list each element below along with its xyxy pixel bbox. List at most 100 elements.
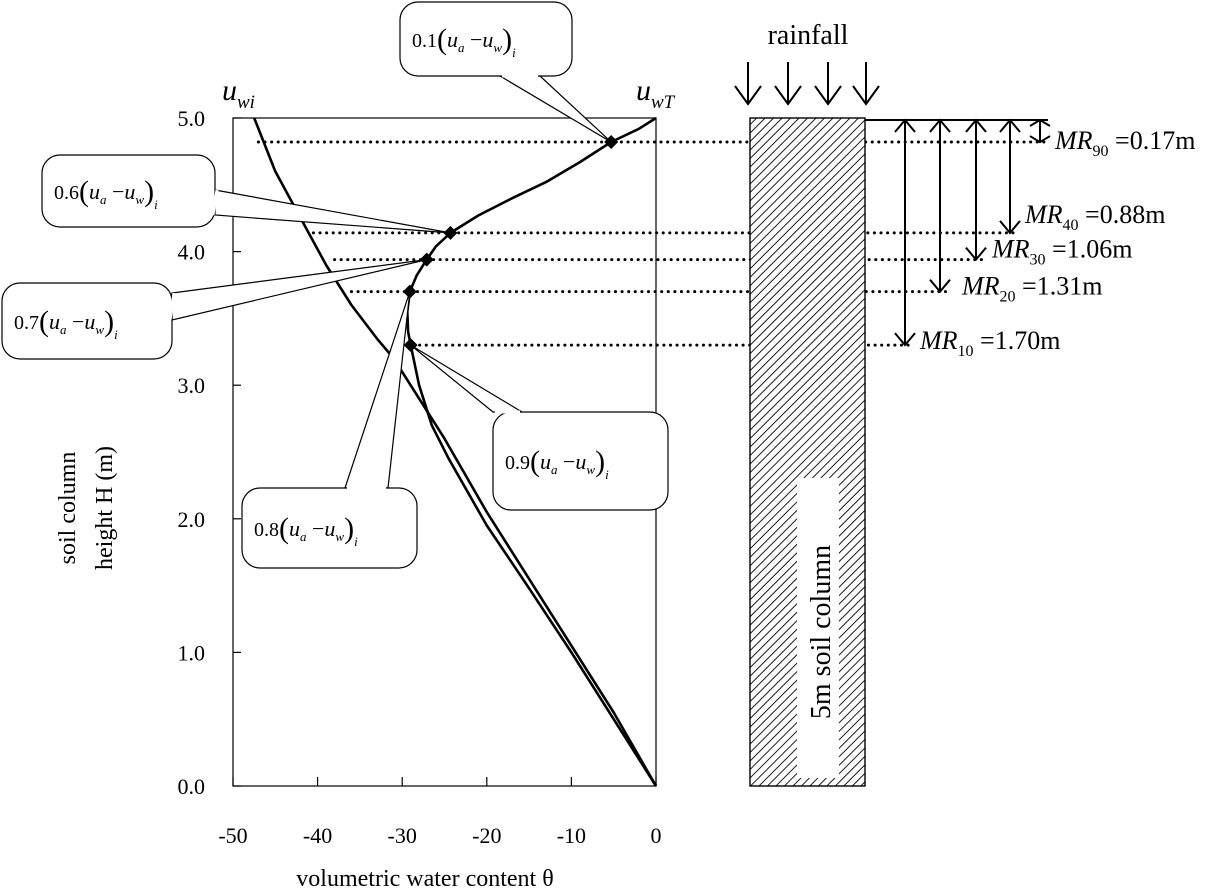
callout-text-part: ): [144, 175, 154, 208]
rain-arrow-head: [734, 85, 762, 106]
callout-text-part: u: [49, 309, 60, 334]
callout-text-part: w: [335, 529, 344, 544]
callout-text-part: 0.8: [254, 519, 279, 541]
column-label-bg: [797, 478, 839, 778]
y-tick-label: 1.0: [178, 640, 206, 665]
rain-arrow-head: [774, 85, 802, 106]
callout-box: [399, 1, 573, 77]
mr-label: MR10 =1.70m: [919, 326, 1060, 360]
y-tick-label: 2.0: [178, 507, 206, 532]
callout-pointer: [214, 189, 451, 234]
mr-arrow-head-up: [929, 118, 951, 133]
mr-arrow-head-up: [1029, 118, 1051, 127]
y-axis-ticks: 0.01.02.03.04.05.0: [178, 106, 241, 799]
callout-joint: [168, 292, 176, 321]
callout-box: [1, 282, 173, 360]
callout-text-part: u: [324, 516, 335, 541]
callout-text-part: u: [447, 27, 458, 52]
callout-text-part: i: [114, 327, 118, 342]
callout-text-part: u: [124, 179, 135, 204]
y-axis-title: soil column height H (m): [55, 446, 118, 570]
level-lines: [256, 140, 1050, 347]
callout-text-part: −: [307, 516, 325, 541]
callout-text: 0.8(ua −uw)i: [254, 512, 358, 549]
callout-text-part: ): [595, 445, 605, 478]
mr-label-value: =0.88m: [1079, 200, 1166, 229]
callout-text: 0.7(ua −uw)i: [14, 305, 118, 342]
callout-text-part: w: [586, 462, 595, 477]
callout-text-part: (: [279, 512, 289, 545]
x-tick-label: -50: [218, 823, 247, 848]
callout-text-part: ): [344, 512, 354, 545]
mr-label-sub: 90: [1093, 143, 1109, 160]
y-tick-label: 3.0: [178, 373, 206, 398]
rain-arrow-head: [814, 85, 842, 106]
callout-text-part: −: [67, 309, 85, 334]
mr-label-main: MR: [919, 326, 958, 355]
x-tick-label: 0: [651, 823, 662, 848]
callout-text-part: ): [104, 305, 114, 338]
series-line-uwi: [252, 117, 658, 787]
mr-arrow-head-down: [929, 279, 951, 294]
callout-pointer: [344, 291, 411, 489]
callout-text-part: −: [558, 449, 576, 474]
markers: [402, 135, 619, 353]
callout-text-part: u: [575, 449, 586, 474]
mr-arrow-head-down: [1029, 135, 1051, 144]
mr-label-sub: 20: [1000, 289, 1016, 306]
callout-joint: [211, 189, 219, 216]
x-tick-label: -30: [388, 823, 417, 848]
series-label-uwt-sub: wT: [651, 92, 676, 113]
callout-text-part: a: [458, 40, 465, 55]
callout-text-part: a: [300, 529, 307, 544]
callout-text-part: 0.6: [54, 182, 79, 204]
callout-box: [492, 411, 669, 511]
callout-text-part: w: [135, 192, 144, 207]
callout-text-part: u: [482, 27, 493, 52]
mr-arrow-head-up: [965, 118, 987, 133]
callout-text-part: a: [551, 462, 558, 477]
mr-label: MR40 =0.88m: [1024, 200, 1165, 234]
mr-label-sub: 40: [1063, 217, 1079, 234]
callout-text-part: (: [79, 175, 89, 208]
callout-text-part: u: [89, 179, 100, 204]
rainfall-arrows: [734, 62, 880, 106]
callout-text-part: a: [60, 322, 67, 337]
callout-text-part: ): [502, 23, 512, 56]
callout-text-part: (: [437, 23, 447, 56]
series-label-uwi-main: u: [222, 74, 237, 107]
x-tick-label: -20: [472, 823, 501, 848]
callout-text-part: u: [289, 516, 300, 541]
callout-text-part: a: [100, 192, 107, 207]
mr-label-main: MR: [961, 272, 1000, 301]
mr-arrow-head-down: [999, 220, 1021, 235]
rain-arrow-head: [852, 85, 880, 106]
callout-box: [241, 487, 418, 569]
callout-text-part: i: [354, 534, 358, 549]
column-label: 5m soil column: [806, 545, 837, 719]
callout-text-part: i: [605, 467, 609, 482]
callout-text-part: u: [84, 309, 95, 334]
y-axis-title-line-2: height H (m): [92, 446, 118, 570]
callout-box: [41, 154, 216, 228]
mr-arrow-head-down: [965, 246, 987, 262]
mr-label-main: MR: [1054, 126, 1093, 155]
x-axis-title: volumetric water content θ: [296, 866, 553, 891]
callouts: 0.1(ua −uw)i0.6(ua −uw)i0.7(ua −uw)i0.8(…: [1, 1, 669, 569]
callout-text-part: −: [465, 27, 483, 52]
mr-label-value: =1.06m: [1046, 235, 1133, 264]
mr-arrow-head-up: [999, 118, 1021, 133]
series-label-uwt-main: u: [636, 74, 651, 107]
mr-label: MR90 =0.17m: [1054, 126, 1195, 160]
x-tick-label: -10: [557, 823, 586, 848]
mr-label-main: MR: [1024, 200, 1063, 229]
callout-text-part: 0.9: [505, 452, 530, 474]
mr-label: MR30 =1.06m: [991, 235, 1132, 269]
y-axis-title-line-1: soil column: [55, 452, 81, 565]
y-tick-label: 4.0: [178, 240, 206, 265]
mr-label-sub: 10: [958, 343, 974, 360]
mr-label-value: =0.17m: [1109, 126, 1196, 155]
